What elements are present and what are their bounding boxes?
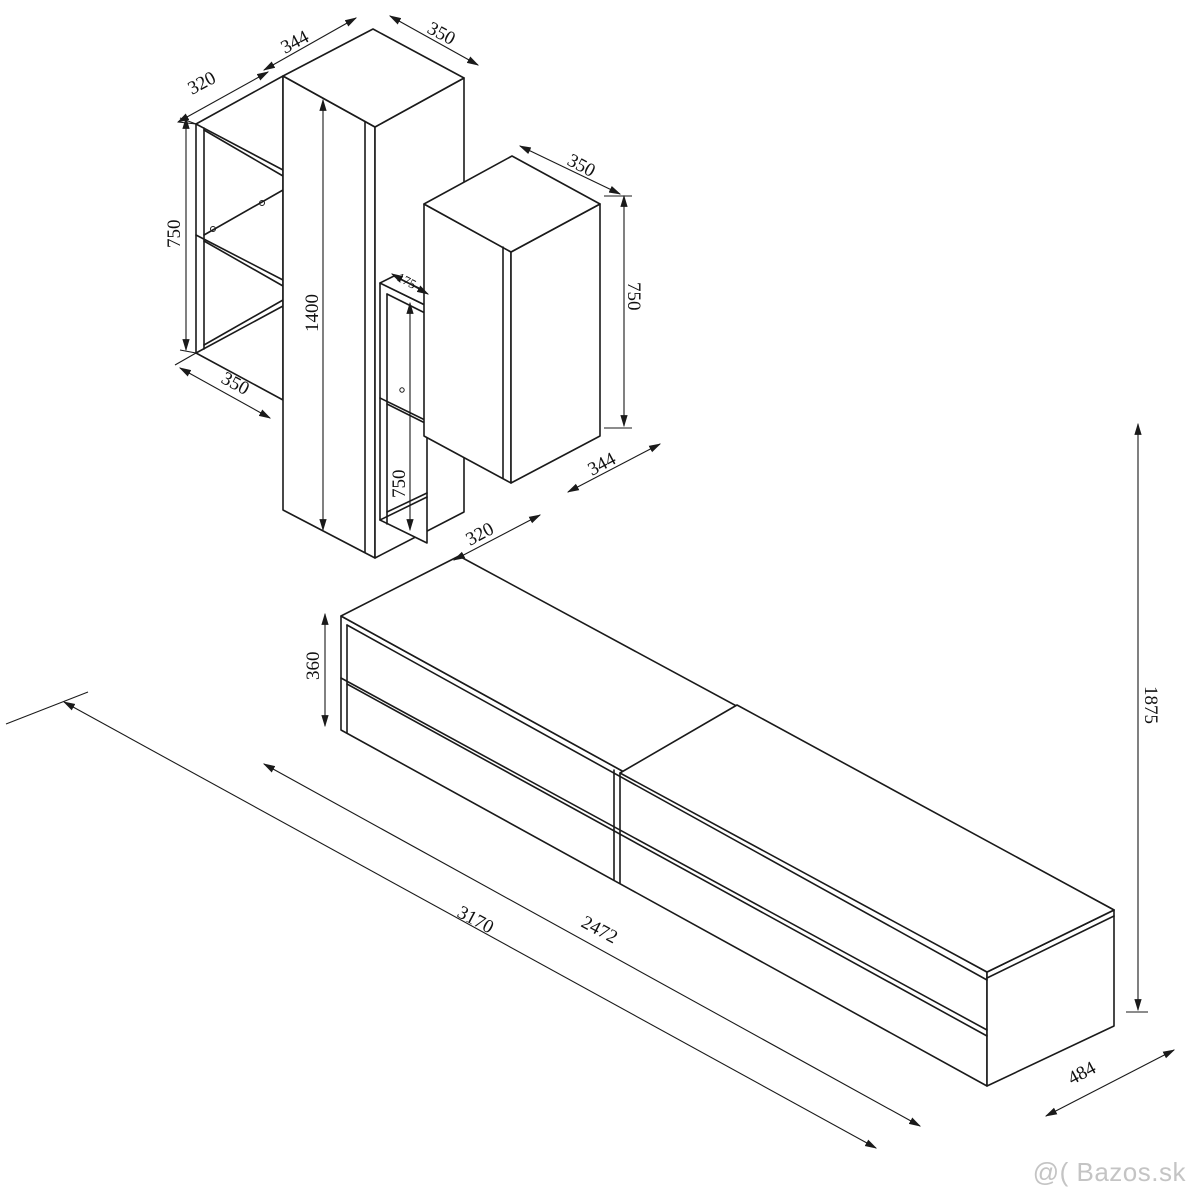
open-shelf-unit bbox=[195, 75, 284, 401]
dim-label-small-cab-width: 344 bbox=[584, 448, 619, 480]
dim-label-narrow-depth: 320 bbox=[462, 518, 497, 550]
dim-label-tall-top-depth: 350 bbox=[424, 18, 459, 50]
dim-label-narrow-height: 750 bbox=[389, 470, 410, 499]
dim-label-shelf-top-depth: 320 bbox=[184, 67, 219, 99]
small-wall-cabinet bbox=[423, 155, 601, 484]
dim-label-tv-height: 360 bbox=[303, 652, 324, 681]
dim-label-tall-top-width: 344 bbox=[277, 26, 312, 58]
dim-label-total-width: 3170 bbox=[454, 902, 497, 938]
dim-label-shelf-height: 750 bbox=[164, 220, 185, 249]
tv-stand bbox=[340, 555, 1115, 1087]
dim-label-total-height: 1875 bbox=[1140, 686, 1161, 724]
dim-label-small-cab-height: 750 bbox=[623, 282, 644, 311]
dim-label-tv-depth: 484 bbox=[1064, 1057, 1099, 1089]
dim-label-tall-height: 1400 bbox=[302, 294, 323, 332]
site-watermark: @( Bazos.sk bbox=[1032, 1157, 1186, 1187]
dimension-lines bbox=[5, 15, 1176, 1149]
dim-label-small-cab-depth: 350 bbox=[564, 150, 599, 182]
dim-label-tv-width: 2472 bbox=[578, 912, 621, 948]
